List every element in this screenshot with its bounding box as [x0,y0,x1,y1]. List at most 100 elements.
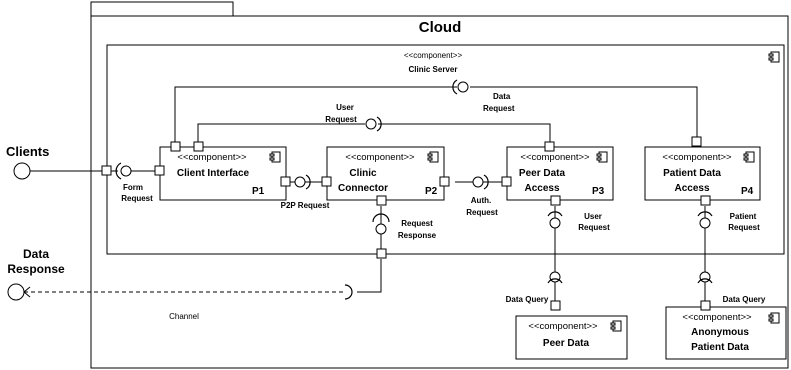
data-request-link-left [174,86,457,142]
clinic-connector-stereotype: <<component>> [345,152,415,163]
data-query-right-lollipop-icon [699,271,711,283]
data-response-label-2: Response [7,262,65,276]
anonymous-patient-data-port-top [700,300,711,311]
required-interfaces [115,79,713,300]
peer-data-access-port-bottom [550,195,561,206]
peer-data-access-component: <<component>> Peer Data Access P3 [506,146,614,201]
peer-data-access-name-2: Access [524,183,559,194]
component-icon [596,151,608,163]
clinic-connector-component: <<component>> Clinic Connector P2 [326,146,445,201]
patient-data-access-component: <<component>> Patient Data Access P4 [644,146,761,201]
peer-data-stereotype: <<component>> [528,321,598,332]
provided-interfaces [120,81,711,283]
patient-data-access-port-bottom [700,195,711,206]
clients-label: Clients [6,144,49,159]
user-request-right-lollipop-icon [549,217,561,229]
interface-labels: Data Request User Request Form Request P… [121,92,766,304]
request-response-label-1: Request [401,219,433,228]
client-interface-port-left [154,165,165,176]
clinic-server-port-bottom [376,248,387,259]
patient-data-access-port-top [691,136,702,147]
anonymous-patient-data-stereotype: <<component>> [682,312,752,323]
peer-data-component: <<component>> Peer Data [515,315,628,360]
client-interface-port-top-2 [193,141,204,152]
patient-request-socket-icon [697,211,713,217]
user-request-right-label-1: User [584,212,602,221]
user-request-right-socket-icon [547,211,563,217]
clinic-connector-port-left [321,176,332,187]
auth-request-label-1: Auth. [471,196,491,205]
data-query-left-label: Data Query [506,295,549,304]
clinic-server-component [106,44,785,255]
component-icon [269,151,281,163]
patient-request-label-2: Request [728,223,760,232]
patient-data-access-stereotype: <<component>> [662,152,732,163]
form-request-label-2: Request [121,194,153,203]
patient-data-access-name-2: Access [674,183,709,194]
auth-lollipop-icon [472,176,484,188]
channel-socket-icon [344,284,353,300]
peer-data-access-port-left [501,176,512,187]
data-query-left-socket-icon [547,278,563,284]
client-interface-stereotype: <<component>> [177,152,247,163]
user-request-link-right [378,123,551,142]
clinic-connector-port-label: P2 [425,186,438,197]
clinic-connector-name-2: Connector [338,183,388,194]
data-request-lollipop-icon [457,81,469,93]
clinic-connector-name-1: Clinic [349,168,377,179]
anonymous-patient-data-component: <<component>> Anonymous Patient Data [665,306,787,360]
connectors [30,86,706,301]
peer-data-access-port-label: P3 [592,186,605,197]
patient-data-access-port-label: P4 [741,186,754,197]
ports [101,136,711,311]
user-request-top-label-2: Request [325,115,357,124]
client-interface-component: <<component>> Client Interface P1 [159,146,287,201]
clinic-connector-port-right [439,176,450,187]
package-title: Cloud [419,19,462,36]
cloud-package [90,1,789,369]
form-request-socket-icon [115,162,122,180]
form-request-label-1: Form [123,183,143,192]
p2p-socket-icon [305,174,311,190]
client-interface-port-right [280,176,291,187]
client-interface-port-label: P1 [252,186,265,197]
data-request-link-right [470,86,698,137]
peer-data-access-name-1: Peer Data [519,168,566,179]
request-response-socket-icon [372,213,390,223]
patient-data-access-name-1: Patient Data [663,168,721,179]
component-icon [427,151,439,163]
clinic-server-port-left [101,165,112,176]
clinic-server-name: Clinic Server [409,65,458,74]
component-icon [610,320,622,332]
data-response-label-1: Data [23,247,49,261]
clinic-server-stereotype: <<component>> [404,51,463,60]
data-query-right-socket-icon [697,278,713,284]
data-query-right-label: Data Query [723,295,766,304]
package-tab [90,1,234,17]
form-request-lollipop-icon [120,165,132,177]
channel-label: Channel [169,312,199,321]
client-interface-name: Client Interface [177,168,250,179]
p2p-request-label: P2P Request [281,201,330,210]
channel-link [357,259,382,293]
peer-data-access-port-top [544,141,555,152]
anonymous-patient-data-name-1: Anonymous [691,327,749,338]
data-request-label-1: Data [493,92,511,101]
patient-request-lollipop-icon [699,217,711,229]
clients-actor-icon [13,162,31,180]
auth-request-label-2: Request [466,208,498,217]
user-request-right-label-2: Request [578,223,610,232]
data-request-label-2: Request [483,104,515,113]
user-request-link-left [197,123,365,142]
p2p-lollipop-icon [294,176,306,188]
data-response-actor-icon [7,283,25,301]
user-request-lollipop-icon [365,118,377,130]
user-request-socket-icon [376,116,382,132]
user-request-top-label-1: User [336,103,354,112]
component-icon [743,151,755,163]
auth-socket-icon [483,174,489,190]
data-query-left-lollipop-icon [549,271,561,283]
peer-data-access-stereotype: <<component>> [520,152,590,163]
request-response-lollipop-icon [375,223,387,235]
